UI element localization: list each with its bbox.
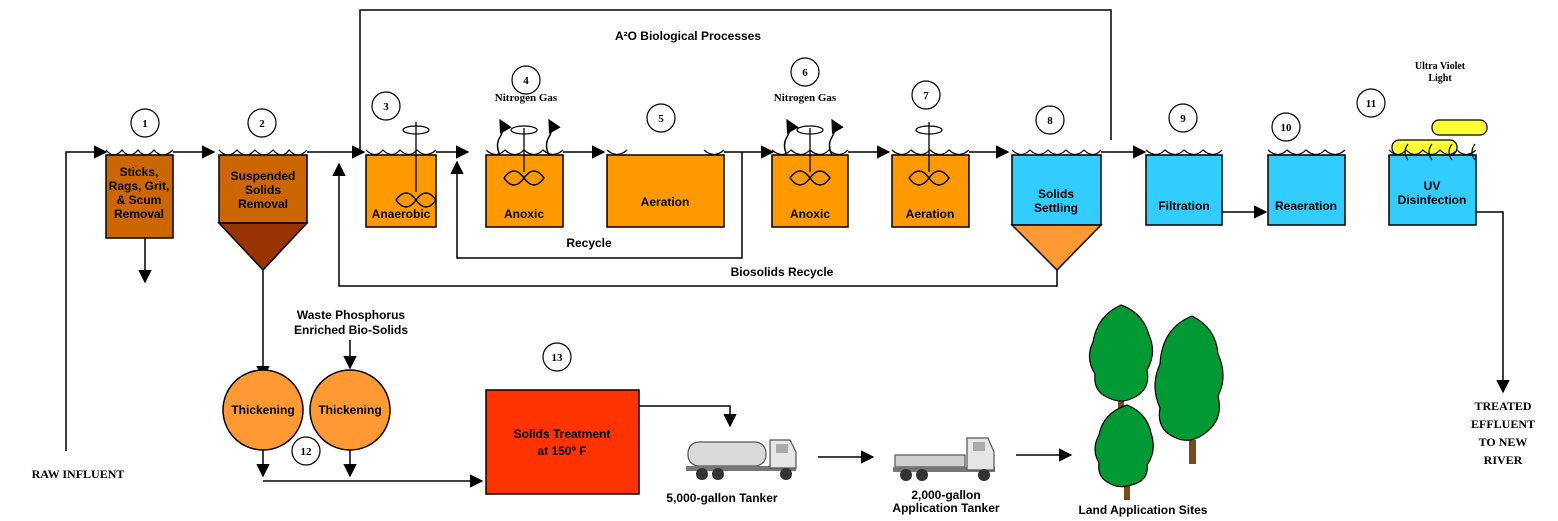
step-13-solids-treatment: 13 Solids Treatment at 150º F — [485, 342, 737, 495]
svg-text:7: 7 — [923, 90, 929, 102]
svg-text:Reaeration: Reaeration — [1275, 199, 1337, 213]
svg-text:2,000-gallon: 2,000-gallon — [911, 488, 980, 502]
step-11-uv: 11 Ultra Violet Light UV Disinfection — [1356, 61, 1510, 394]
uv-tank — [1388, 154, 1477, 226]
svg-text:Anoxic: Anoxic — [504, 207, 544, 221]
svg-text:Removal: Removal — [114, 207, 164, 221]
land-sites-label: Land Application Sites — [1079, 503, 1208, 517]
svg-text:10: 10 — [1281, 122, 1293, 134]
sludge-hopper — [217, 222, 309, 272]
svg-text:12: 12 — [301, 446, 313, 458]
step-6-anoxic: 6 Nitrogen Gas Anoxic — [771, 57, 891, 228]
uv-lamp-icon — [1431, 119, 1488, 136]
trees-icon: Land Application Sites — [1079, 304, 1224, 517]
reaeration-tank — [1267, 154, 1346, 226]
step-3-anaerobic: 3 Anaerobic — [365, 91, 470, 228]
svg-text:13: 13 — [552, 352, 564, 364]
waste-label-2: Enriched Bio-Solids — [294, 323, 408, 337]
aeration-tank-2 — [891, 154, 970, 228]
svg-text:Rags, Grit,: Rags, Grit, — [109, 179, 170, 193]
tanker-label: 5,000-gallon Tanker — [666, 491, 777, 505]
svg-text:11: 11 — [1366, 98, 1376, 110]
svg-text:5: 5 — [658, 113, 664, 125]
svg-text:Aeration: Aeration — [641, 195, 690, 209]
step-4-anoxic: 4 Nitrogen Gas Anoxic — [485, 65, 606, 228]
svg-text:Disinfection: Disinfection — [1398, 193, 1467, 207]
svg-text:Filtration: Filtration — [1158, 199, 1209, 213]
svg-text:Suspended: Suspended — [231, 169, 296, 183]
effluent-label: TREATED EFFLUENT TO NEW RIVER — [1471, 399, 1535, 467]
svg-text:Thickening: Thickening — [231, 403, 294, 417]
svg-text:Settling: Settling — [1034, 201, 1078, 215]
svg-text:Solids Treatment: Solids Treatment — [514, 427, 611, 441]
mixer-icon — [402, 125, 430, 135]
svg-text:Recycle: Recycle — [566, 236, 612, 250]
step-2-clarifier: 2 Suspended Solids Removal — [217, 108, 366, 380]
settling-hopper — [1010, 224, 1103, 272]
application-truck-icon: 2,000-gallon Application Tanker — [892, 437, 1073, 515]
svg-text:EFFLUENT: EFFLUENT — [1471, 417, 1535, 431]
filtration-tank — [1145, 154, 1223, 226]
svg-text:TO NEW: TO NEW — [1479, 435, 1528, 449]
svg-text:Ultra Violet: Ultra Violet — [1415, 61, 1466, 72]
step-1-screening: 1 Sticks, Rags, Grit, & Scum Removal — [105, 108, 216, 284]
solids-treatment-box — [485, 389, 640, 495]
recycle-loop: Recycle — [450, 152, 743, 259]
anaerobic-tank — [365, 154, 437, 228]
svg-text:Light: Light — [1428, 73, 1452, 84]
svg-text:RIVER: RIVER — [1484, 453, 1523, 467]
step-10-reaeration: 10 Reaeration — [1267, 112, 1346, 226]
svg-text:Aeration: Aeration — [906, 207, 955, 221]
svg-text:at 150º F: at 150º F — [537, 444, 586, 458]
svg-text:6: 6 — [802, 67, 808, 79]
suspended-solids-tank — [218, 154, 308, 224]
step-9-filtration: 9 Filtration — [1145, 103, 1268, 226]
svg-text:Solids: Solids — [245, 183, 281, 197]
svg-text:9: 9 — [1180, 113, 1186, 125]
svg-text:Thickening: Thickening — [318, 403, 381, 417]
svg-text:UV: UV — [1424, 179, 1441, 193]
raw-influent-label: RAW INFLUENT — [32, 467, 125, 481]
biosolids-recycle-loop: Biosolids Recycle — [332, 162, 1058, 287]
svg-text:Anaerobic: Anaerobic — [372, 207, 431, 221]
svg-text:Nitrogen Gas: Nitrogen Gas — [774, 92, 837, 104]
svg-text:TREATED: TREATED — [1474, 399, 1531, 413]
svg-text:2: 2 — [259, 118, 265, 130]
svg-text:Anoxic: Anoxic — [790, 207, 830, 221]
step-12-thickening: Thickening Thickening 12 — [222, 340, 484, 488]
tanker-truck-icon: 5,000-gallon Tanker — [666, 439, 875, 505]
svg-text:4: 4 — [523, 75, 529, 87]
svg-text:Biosolids Recycle: Biosolids Recycle — [731, 265, 834, 279]
svg-text:Nitrogen Gas: Nitrogen Gas — [495, 92, 558, 104]
waste-label-1: Waste Phosphorus — [297, 308, 406, 322]
svg-text:8: 8 — [1047, 115, 1053, 127]
uv-lamp-icon — [1391, 139, 1458, 156]
svg-text:Removal: Removal — [238, 197, 288, 211]
step-1-badge — [130, 108, 160, 138]
screening-tank — [105, 154, 174, 239]
step-7-aeration: 7 Aeration — [891, 80, 1010, 228]
step-2-badge — [247, 108, 277, 138]
svg-text:3: 3 — [383, 101, 389, 113]
svg-text:& Scum: & Scum — [117, 193, 162, 207]
aeration-tank-1 — [606, 154, 725, 228]
step-5-aeration: 5 Aeration — [606, 103, 775, 228]
svg-text:Application Tanker: Application Tanker — [892, 501, 999, 515]
settling-tank — [1011, 154, 1102, 226]
a2o-title: A²O Biological Processes — [615, 29, 761, 43]
step-8-settling: 8 Solids Settling — [1010, 105, 1147, 272]
raw-influent-flow: RAW INFLUENT — [32, 145, 125, 481]
a2o-bracket: A²O Biological Processes — [359, 9, 1112, 152]
svg-text:Sticks,: Sticks, — [120, 165, 159, 179]
svg-text:1: 1 — [142, 118, 148, 130]
svg-text:Solids: Solids — [1038, 187, 1074, 201]
